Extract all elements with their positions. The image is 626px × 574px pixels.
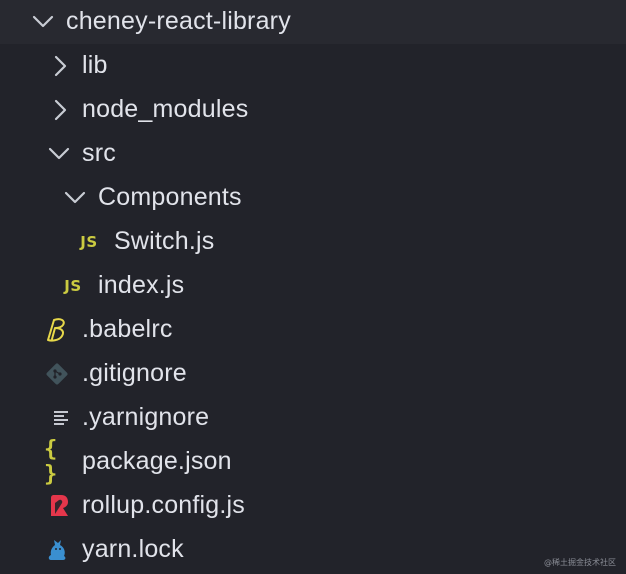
- tree-item-babelrc[interactable]: .babelrc: [0, 308, 626, 352]
- tree-item-yarnignore[interactable]: .yarnignore: [0, 396, 626, 440]
- chevron-right-icon[interactable]: [47, 52, 73, 80]
- git-icon: [44, 360, 70, 388]
- js-file-icon: JS: [64, 277, 82, 295]
- watermark: @稀土掘金技术社区: [544, 558, 616, 567]
- tree-item-label: .gitignore: [82, 359, 187, 387]
- tree-item-label: lib: [82, 51, 108, 79]
- babel-icon: [44, 316, 70, 344]
- tree-item-label: src: [82, 139, 116, 167]
- tree-item-label: Switch.js: [114, 227, 215, 255]
- chevron-down-icon[interactable]: [30, 8, 56, 36]
- tree-item-label: Components: [98, 183, 242, 211]
- tree-item-yarn-lock[interactable]: yarn.lock: [0, 528, 626, 572]
- rollup-icon: [46, 492, 72, 520]
- tree-item-label: .yarnignore: [82, 403, 210, 431]
- tree-item-label: .babelrc: [82, 315, 173, 343]
- tree-item-node-modules[interactable]: node_modules: [0, 88, 626, 132]
- chevron-down-icon[interactable]: [46, 140, 72, 168]
- text-lines-icon: [48, 404, 74, 432]
- tree-item-components[interactable]: Components: [0, 176, 626, 220]
- tree-item-gitignore[interactable]: .gitignore: [0, 352, 626, 396]
- js-file-icon: JS: [80, 233, 98, 251]
- tree-item-label: rollup.config.js: [82, 491, 246, 519]
- tree-item-index-js[interactable]: JS index.js: [0, 264, 626, 308]
- tree-item-switch-js[interactable]: JS Switch.js: [0, 220, 626, 264]
- tree-item-label: node_modules: [82, 95, 249, 123]
- yarn-cat-icon: [44, 536, 70, 564]
- tree-item-rollup-config-js[interactable]: rollup.config.js: [0, 484, 626, 528]
- tree-item-label: cheney-react-library: [66, 7, 291, 35]
- tree-item-root-folder[interactable]: cheney-react-library: [0, 0, 626, 44]
- tree-item-package-json[interactable]: { } package.json: [0, 437, 626, 487]
- tree-item-label: package.json: [82, 447, 232, 475]
- tree-item-lib[interactable]: lib: [0, 44, 626, 88]
- tree-item-label: index.js: [98, 271, 185, 299]
- json-braces-icon: { }: [44, 437, 58, 487]
- chevron-right-icon[interactable]: [47, 96, 73, 124]
- tree-item-src[interactable]: src: [0, 132, 626, 176]
- tree-item-label: yarn.lock: [82, 535, 184, 563]
- chevron-down-icon[interactable]: [62, 184, 88, 212]
